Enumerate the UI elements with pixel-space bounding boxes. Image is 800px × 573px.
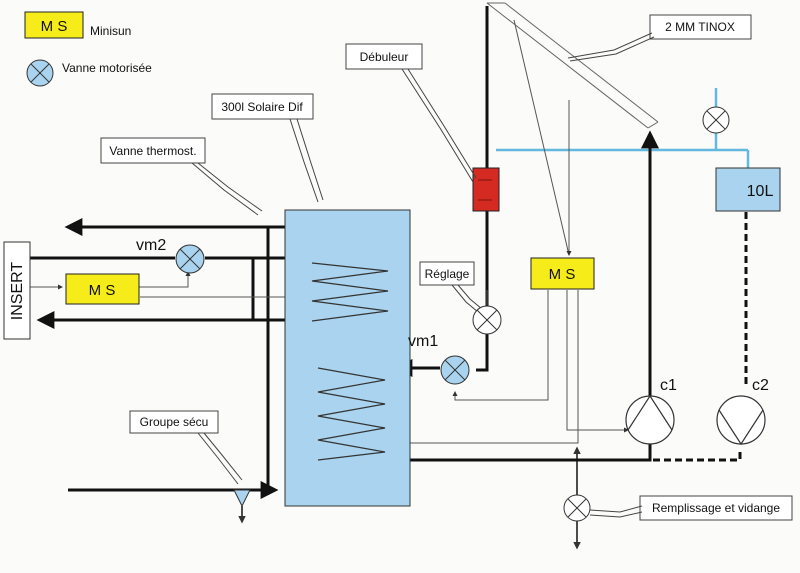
- c2-label: c2: [752, 377, 769, 394]
- ms-controller-center: M S: [530, 257, 595, 290]
- ms-left-label: M S: [89, 282, 116, 299]
- reglage-label: Réglage: [425, 267, 470, 281]
- insert-unit: INSERT: [3, 241, 31, 340]
- valve-fill-drain: [563, 446, 591, 550]
- tank-coil-lower: [317, 367, 386, 461]
- pump-c1: [625, 394, 675, 445]
- t-fittings: [240, 225, 284, 260]
- ms-center-label: M S: [549, 266, 576, 283]
- debulleur-callout: Débuleur: [345, 43, 477, 183]
- tinox-label: 2 MM TINOX: [665, 20, 735, 34]
- pump-c2: [716, 395, 766, 446]
- tank-coil-upper: [311, 262, 389, 322]
- c1-label: c1: [660, 377, 677, 394]
- valve-air-vent: [702, 106, 730, 134]
- tank-10l-label: 10L: [747, 183, 774, 200]
- tank-label: 300l Solaire Dif: [221, 100, 303, 114]
- legend-ms-box: [24, 11, 84, 39]
- remplissage-label: Remplissage et vidange: [652, 501, 780, 515]
- legend-valve-icon: [26, 59, 54, 87]
- vm1-label: vm1: [408, 333, 438, 350]
- storage-tank: [284, 209, 411, 507]
- tank-callout: 300l Solaire Dif: [211, 93, 324, 203]
- debulleur-label: Débuleur: [360, 50, 409, 64]
- legend-valve-label: Vanne motorisée: [62, 61, 152, 75]
- remplissage-callout: Remplissage et vidange: [589, 495, 793, 521]
- vanne-thermost-callout: Vanne thermost.: [100, 137, 263, 216]
- vm2-label: vm2: [136, 237, 166, 254]
- debulleur-unit: [472, 167, 500, 212]
- insert-label: INSERT: [9, 262, 26, 321]
- legend: M S Minisun Vanne motorisée: [24, 11, 152, 87]
- vanne-thermost-label: Vanne thermost.: [109, 144, 196, 158]
- c2-dashed-pipe: [652, 212, 748, 462]
- thin-collector-sensor: [513, 19, 570, 256]
- groupe-secu-label: Groupe sécu: [140, 415, 209, 429]
- reglage-callout: Réglage: [419, 261, 483, 313]
- tinox-callout: 2 MM TINOX: [567, 14, 752, 62]
- valve-reglage: [472, 305, 502, 335]
- expansion-tank: 10L: [715, 167, 781, 212]
- legend-ms-label: Minisun: [90, 24, 131, 38]
- safety-group: [233, 489, 251, 524]
- solar-collector: [486, 2, 659, 129]
- groupe-secu-callout: Groupe sécu: [129, 410, 243, 485]
- valve-vm1: [440, 355, 470, 385]
- valve-vm2: [175, 244, 205, 274]
- legend-ms-box-label: M S: [41, 18, 68, 35]
- main-pipes: [30, 6, 659, 499]
- pipe-collector-flow: [410, 130, 659, 462]
- ms-controller-left: M S: [65, 273, 140, 305]
- pipe-collector-return: [476, 6, 489, 372]
